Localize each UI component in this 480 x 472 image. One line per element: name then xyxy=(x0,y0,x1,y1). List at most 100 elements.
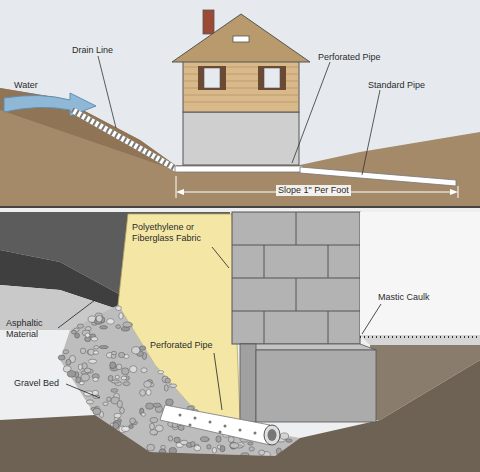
dimension-tick xyxy=(458,186,459,198)
gravel-stone xyxy=(212,447,216,453)
block-joints xyxy=(232,212,360,344)
window xyxy=(258,66,286,90)
house-siding xyxy=(183,60,299,112)
gravel-stone xyxy=(168,436,173,441)
gravel-stone xyxy=(132,347,140,354)
gravel-stone xyxy=(280,433,288,439)
leader-lines xyxy=(98,56,380,175)
callout-label: Mastic Caulk xyxy=(378,292,430,303)
callout-label: Standard Pipe xyxy=(368,80,425,91)
gravel-stone xyxy=(111,389,118,393)
roof xyxy=(172,14,310,62)
gravel-stone xyxy=(122,368,129,375)
drain-line xyxy=(72,110,178,170)
gravel-stone xyxy=(100,326,108,329)
gravel-stone xyxy=(107,319,115,325)
footing-side xyxy=(240,344,256,422)
gravel-stone xyxy=(121,327,129,331)
chimney xyxy=(203,10,214,34)
gravel-stone xyxy=(114,413,121,418)
leader-lines xyxy=(58,247,381,410)
gravel-stone xyxy=(116,364,121,370)
callout-label: Water xyxy=(14,80,38,91)
gravel-stone xyxy=(146,403,154,409)
sky xyxy=(0,0,480,207)
gravel-stone xyxy=(112,351,117,355)
gravel-stone xyxy=(155,425,163,431)
gravel-stone xyxy=(166,399,174,406)
gravel-stone xyxy=(85,369,94,373)
gravel-stone xyxy=(108,375,113,381)
hill-shade xyxy=(0,88,175,170)
gravel-stone xyxy=(130,418,136,424)
gravel-stone xyxy=(71,330,76,334)
callout-label: Gravel Bed xyxy=(14,378,59,389)
gravel-stone xyxy=(122,426,130,431)
subsoil-right xyxy=(370,345,480,420)
gravel-stone xyxy=(130,366,137,373)
gravel-stone xyxy=(120,407,125,413)
gravel-stone xyxy=(207,445,211,450)
gravel-stone xyxy=(191,442,196,447)
gravel-stone xyxy=(91,337,98,341)
pipe-end xyxy=(264,425,280,445)
gravel-stone xyxy=(150,418,158,423)
gravel-stone xyxy=(103,402,108,406)
standard-pipe xyxy=(300,167,456,186)
callout-label: Slope 1" Per Foot xyxy=(276,185,351,196)
gravel-stone xyxy=(116,325,121,329)
gravel-stone xyxy=(107,397,112,401)
gravel-stone xyxy=(259,450,265,455)
gravel-stone xyxy=(158,371,164,374)
gravel-stone xyxy=(180,440,187,445)
callout-label: Drain Line xyxy=(72,45,113,56)
gravel-stone xyxy=(58,355,65,360)
house-foundation xyxy=(183,112,299,165)
gravel-stone xyxy=(161,445,166,449)
gravel-stone xyxy=(150,423,155,429)
gravel-stone xyxy=(119,313,123,319)
gravel-stone xyxy=(174,437,180,443)
attic-vent xyxy=(233,36,249,42)
bottom-ground xyxy=(0,208,480,472)
gravel-stone xyxy=(79,382,84,385)
gravel-stone xyxy=(94,346,99,349)
perforated-pipe xyxy=(175,166,303,172)
gravel-stone xyxy=(153,403,161,407)
drain-gravel xyxy=(72,110,178,170)
gravel-stone xyxy=(123,382,130,386)
gravel-stone xyxy=(123,322,131,327)
gravel-stone xyxy=(77,324,83,328)
gravel-stone xyxy=(84,368,91,373)
pipe-bore xyxy=(268,429,277,441)
callout-label: Perforated Pipe xyxy=(318,52,381,63)
basement-floor-area xyxy=(360,212,480,335)
gravel-stone xyxy=(141,413,145,416)
footing xyxy=(256,350,376,422)
gravel-stone xyxy=(93,377,98,381)
gravel-stone xyxy=(220,446,225,452)
gravel-stone xyxy=(63,350,69,354)
gravel-stone xyxy=(164,385,168,391)
gravel-stone xyxy=(141,368,147,373)
gravel-stone xyxy=(116,306,122,311)
gravel-stone xyxy=(200,437,208,442)
gravel-stone xyxy=(66,359,71,365)
callout-label: Polyethylene or Fiberglass Fabric xyxy=(132,222,230,244)
gravel-stone xyxy=(81,374,89,381)
gravel-stone xyxy=(144,381,152,388)
gravel-stone xyxy=(99,346,108,349)
mastic-caulk xyxy=(360,336,480,338)
gravel-stone xyxy=(147,444,155,451)
dimension-arrow xyxy=(176,189,184,195)
gravel-stone xyxy=(140,390,146,397)
gravel-stone xyxy=(85,333,90,337)
window-pane xyxy=(204,68,220,88)
gravel-stone xyxy=(89,359,97,363)
gravel-stone xyxy=(110,362,116,369)
gravel-stone xyxy=(115,375,119,379)
block-wall xyxy=(232,212,360,344)
gravel-stone xyxy=(169,384,176,388)
gravel-stone xyxy=(67,371,75,377)
gravel-stone xyxy=(93,408,101,415)
